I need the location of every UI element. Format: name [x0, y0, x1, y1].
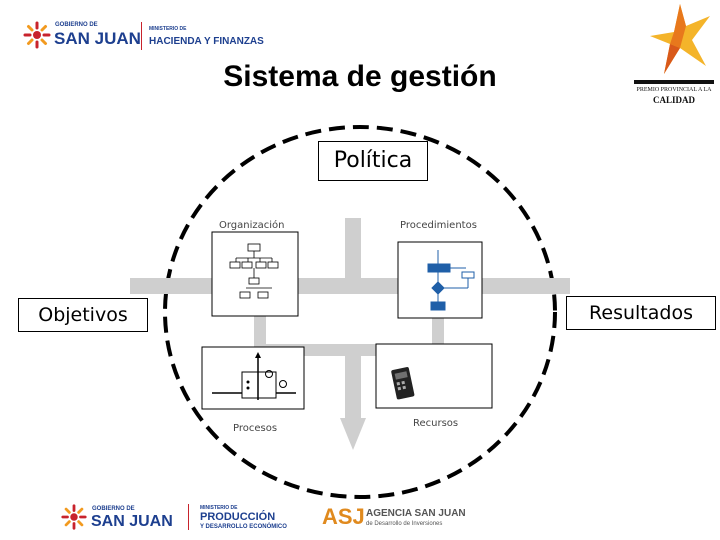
sun-icon: [61, 504, 87, 530]
procedimientos-label: Procedimientos: [400, 220, 477, 231]
recursos-label: Recursos: [413, 418, 459, 429]
footer-ministerio: MINISTERIO DE: [200, 505, 238, 511]
award-rule: [634, 80, 714, 84]
footer-san-juan: SAN JUAN: [91, 513, 173, 530]
page-title: Sistema de gestión: [223, 60, 497, 93]
award-line1: PREMIO PROVINCIAL A LA: [636, 87, 712, 93]
footer-produccion: PRODUCCIÓN: [200, 511, 276, 523]
footer-desarrollo: Y DESARROLLO ECONÓMICO: [200, 524, 287, 530]
objetivos-box: Objetivos: [18, 298, 148, 332]
org-chart-panel: [211, 231, 299, 317]
header-logo-left: GOBIERNO DE SAN JUAN MINISTERIO DE HACIE…: [22, 16, 264, 56]
footer-gobierno: GOBIERNO DE: [92, 506, 135, 512]
procesos-label: Procesos: [233, 423, 278, 434]
resources-panel: [375, 343, 493, 409]
politica-box: Política: [318, 141, 428, 181]
gobierno-label: GOBIERNO DE: [55, 22, 98, 28]
process-panel: [201, 346, 305, 410]
asj-logo: ASJ: [322, 504, 365, 529]
sun-icon: [23, 21, 51, 49]
agencia-sub-label: de Desarrollo de Inversiones: [366, 521, 443, 527]
san-juan-label: SAN JUAN: [54, 29, 141, 48]
agencia-label: AGENCIA SAN JUAN: [366, 508, 466, 519]
organizacion-label: Organización: [219, 220, 285, 231]
footer-logos: GOBIERNO DE SAN JUAN MINISTERIO DE PRODU…: [60, 500, 470, 536]
dashed-circle: [163, 125, 557, 499]
resultados-box: Resultados: [566, 296, 716, 330]
hacienda-label: HACIENDA Y FINANZAS: [149, 36, 264, 47]
logo-divider: [141, 22, 142, 50]
footer-divider: [188, 504, 189, 530]
star-award-icon: [650, 4, 710, 74]
header-logo-right: PREMIO PROVINCIAL A LA CALIDAD: [632, 4, 716, 108]
flowchart-panel: [397, 241, 483, 319]
ministerio-label: MINISTERIO DE: [149, 26, 187, 32]
award-line2: CALIDAD: [652, 95, 695, 105]
